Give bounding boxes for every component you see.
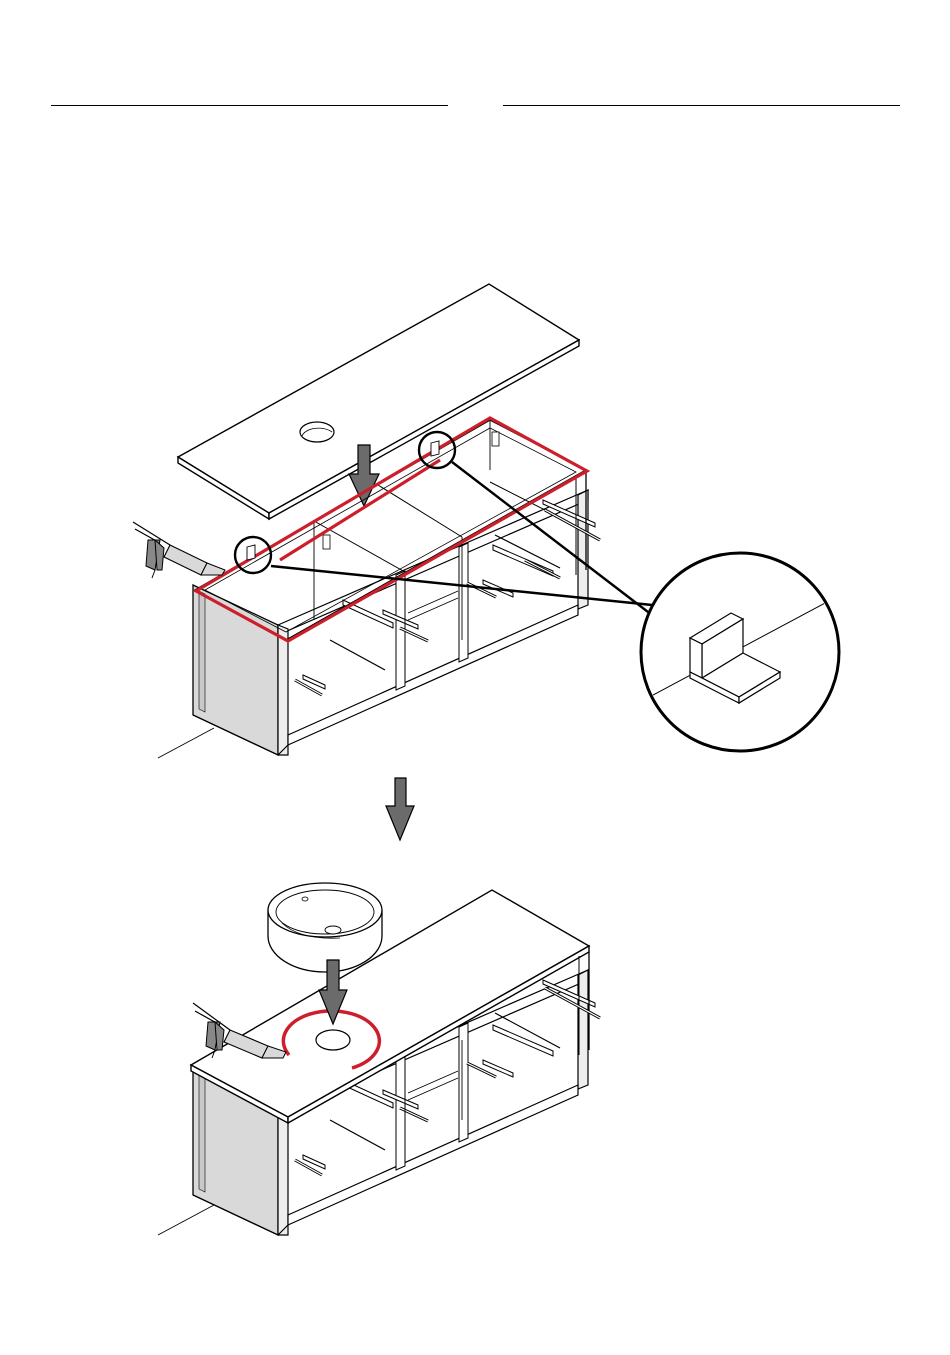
silicone-gun-icon	[133, 522, 225, 578]
sink-hole-cutout	[316, 1030, 350, 1050]
down-arrow-icon	[386, 778, 414, 840]
detail-circle	[640, 553, 840, 751]
step-2-illustration	[158, 883, 600, 1235]
basin-sink	[268, 883, 382, 972]
floor-line	[158, 1205, 214, 1235]
step-1-illustration	[133, 284, 840, 758]
floor-line	[158, 728, 214, 758]
